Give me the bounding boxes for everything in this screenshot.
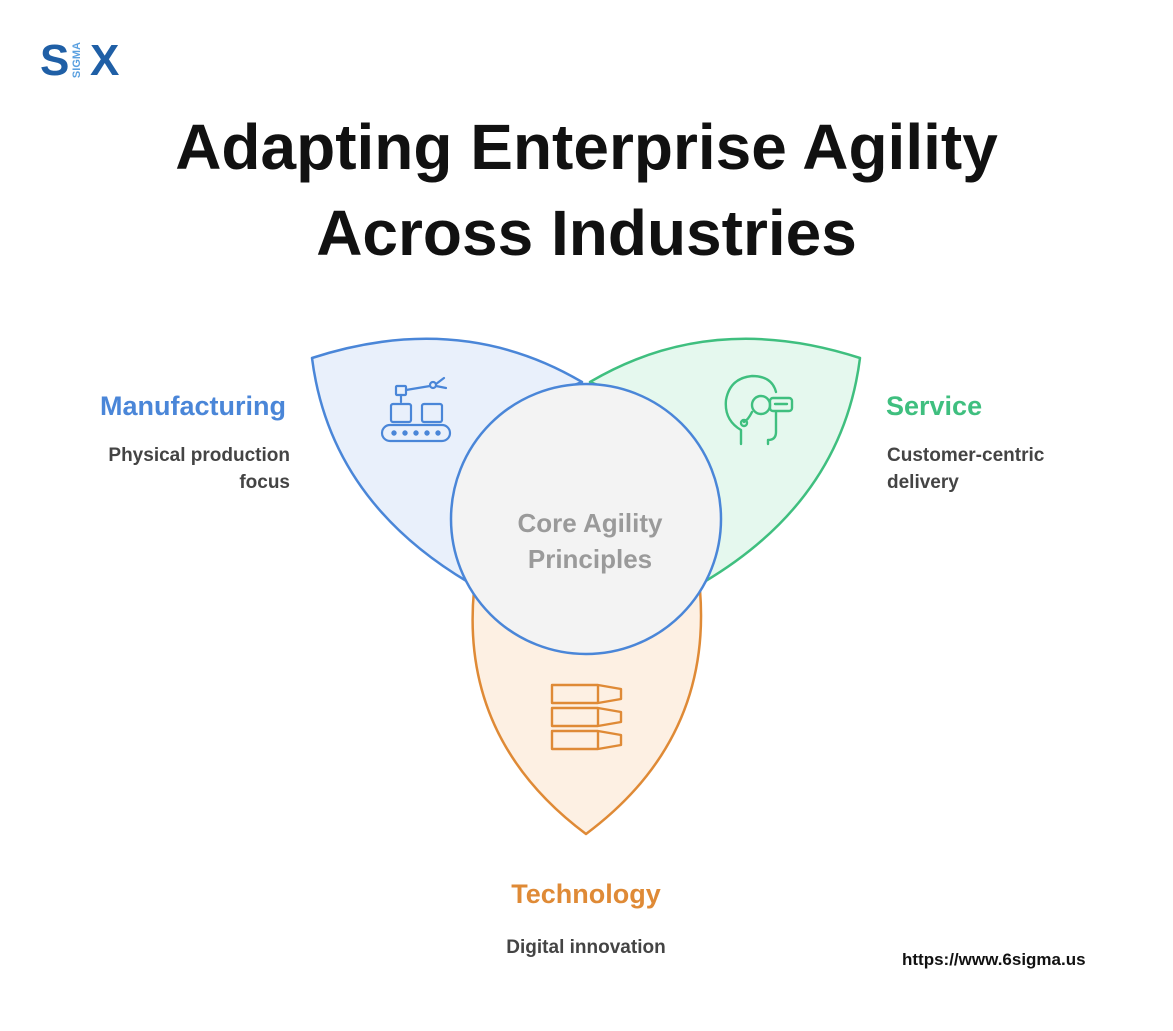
core-agility-label: Core Agility Principles — [470, 505, 710, 577]
manufacturing-label: Manufacturing — [100, 391, 286, 421]
title-line-1: Adapting Enterprise Agility — [175, 111, 998, 183]
manufacturing-description-line-1: Physical production — [108, 445, 290, 466]
stacked-layers-icon — [550, 683, 623, 751]
title-line-2: Across Industries — [316, 197, 857, 269]
brand-logo: S SIGMA X — [40, 38, 124, 84]
robotic-arm-conveyor-icon — [380, 376, 452, 443]
technology-description: Digital innovation — [506, 937, 666, 958]
core-circle — [449, 382, 723, 656]
logo-letter-s: S — [40, 36, 70, 85]
core-label-line-1: Core Agility — [517, 508, 663, 538]
headset-agent-icon — [724, 374, 794, 446]
page-title: Adapting Enterprise Agility Across Indus… — [0, 104, 1173, 276]
manufacturing-description-line-2: focus — [239, 472, 290, 493]
service-description: Customer-centric delivery — [887, 442, 1044, 496]
service-label: Service — [886, 391, 983, 421]
service-description-line-2: delivery — [887, 472, 959, 493]
manufacturing-description: Physical production focus — [108, 442, 290, 496]
technology-label: Technology — [511, 879, 661, 909]
core-label-line-2: Principles — [527, 544, 653, 574]
service-description-line-1: Customer-centric — [887, 445, 1045, 466]
footer-url: https://www.6sigma.us — [902, 950, 1086, 969]
logo-letter-x: X — [90, 36, 120, 85]
